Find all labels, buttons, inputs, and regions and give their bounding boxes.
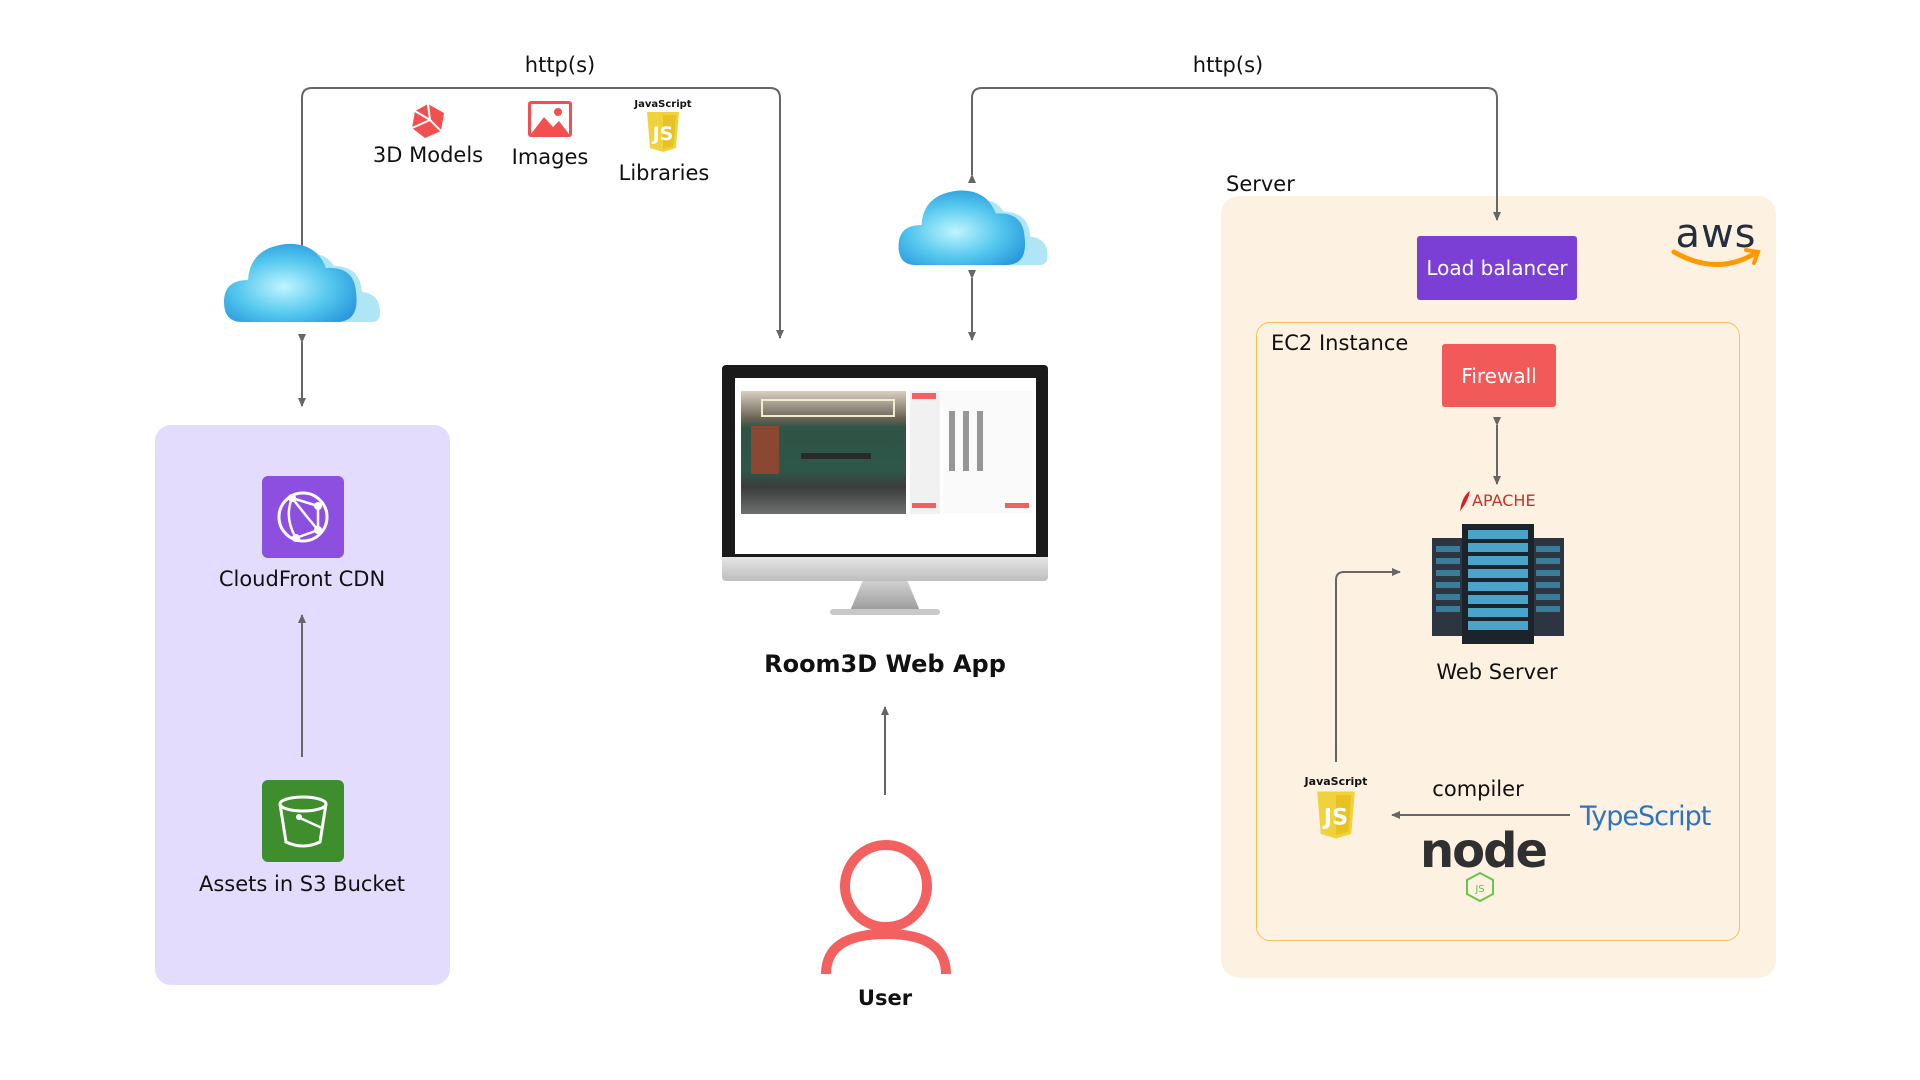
compiler-label: compiler [1432,777,1524,801]
right-link-label: http(s) [1192,53,1264,77]
apache-logo: APACHE [1458,490,1544,516]
ec2-instance-box [1256,322,1740,941]
cloud-icon [898,190,1048,266]
monitor-neck [850,581,920,611]
web-server-label: Web Server [1436,660,1558,684]
js-badge-text: JavaScript [1304,775,1368,788]
cube-icon [411,103,444,138]
apache-feather-icon [1460,491,1470,511]
images-label: Images [511,145,589,169]
monitor-chin [722,557,1048,581]
aws-logo-text: aws [1675,211,1757,257]
webapp-label: Room3D Web App [764,650,1006,678]
monitor-screen [735,378,1036,554]
cloud-icon [224,243,380,322]
libraries-label: Libraries [618,161,710,185]
javascript-icon: JS [647,112,679,152]
image-icon [528,101,572,137]
server-rack-icon [1432,524,1564,644]
svg-text:JS: JS [1474,884,1484,895]
cloudfront-label: CloudFront CDN [218,567,386,591]
apache-label: APACHE [1472,491,1536,510]
user-label: User [857,986,913,1010]
nodejs-hex-icon: JS [1466,872,1494,902]
ec2-label: EC2 Instance [1271,331,1409,355]
left-link-label: http(s) [524,53,596,77]
load-balancer-box: Load balancer [1417,236,1577,300]
server-label: Server [1226,172,1295,196]
node-label: node [1420,823,1548,879]
node-logo: node JS [1420,823,1548,902]
monitor-foot [830,609,940,615]
catalog-panel [943,391,1033,514]
typescript-label: TypeScript [1580,801,1711,832]
s3-bucket-icon [262,780,344,862]
js-badge-text: JavaScript [634,99,692,110]
aws-logo: aws [1668,212,1764,278]
models-label: 3D Models [372,143,484,167]
room-render [741,391,906,514]
side-panel [910,391,940,514]
webapp-monitor [722,365,1048,615]
firewall-box: Firewall [1442,344,1556,407]
cloudfront-icon [262,476,344,558]
svg-text:JS: JS [651,123,674,145]
s3-label: Assets in S3 Bucket [198,872,406,896]
user-icon [821,840,951,975]
javascript-icon: JS [1317,791,1355,839]
svg-text:JS: JS [1322,804,1348,830]
